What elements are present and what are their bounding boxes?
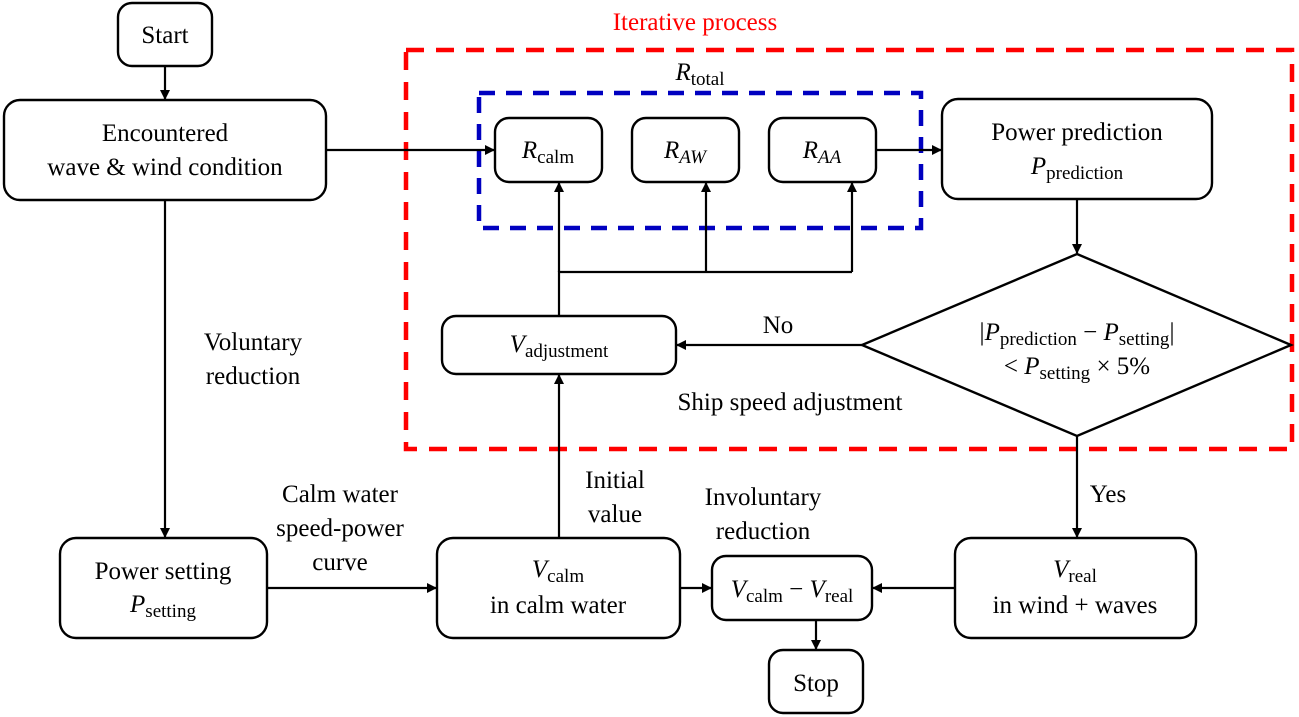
svg-text:Encountered: Encountered [102, 120, 229, 147]
svg-text:Vcalm: Vcalm [532, 556, 584, 587]
no-label: No [763, 312, 794, 339]
r-calm-node: Rcalm [493, 116, 604, 184]
voluntary-reduction-label-1: Voluntary [204, 329, 303, 356]
svg-text:RAW: RAW [663, 137, 708, 168]
v-real-node: Vreal in wind + waves [953, 536, 1198, 640]
svg-text:Vcalm − Vreal: Vcalm − Vreal [731, 576, 854, 607]
stop-node: Stop [767, 648, 865, 715]
involuntary-reduction-label-2: reduction [716, 518, 811, 545]
svg-text:Vreal: Vreal [1053, 556, 1097, 587]
voluntary-reduction-label-2: reduction [206, 363, 301, 390]
svg-text:Psetting: Psetting [129, 591, 196, 622]
svg-text:Power setting: Power setting [95, 558, 232, 585]
svg-text:Stop: Stop [793, 670, 839, 697]
svg-text:Power prediction: Power prediction [991, 119, 1163, 146]
edge-adjustment-bus [557, 270, 852, 316]
ship-speed-adjustment-label: Ship speed adjustment [678, 389, 903, 416]
svg-text:Pprediction: Pprediction [1030, 153, 1124, 184]
calm-water-curve-label-2: speed-power [276, 515, 404, 542]
iterative-process-frame [403, 47, 1295, 452]
r-total-frame [476, 90, 924, 231]
svg-text:RAA: RAA [802, 137, 842, 168]
speed-loss-node: Vcalm − Vreal [710, 554, 874, 622]
svg-text:in wind + waves: in wind + waves [993, 592, 1158, 619]
encountered-condition-node: Encountered wave & wind condition [2, 98, 328, 202]
power-setting-node: Power setting Psetting [58, 536, 269, 640]
r-aa-node: RAA [767, 116, 878, 184]
calm-water-curve-label-3: curve [312, 549, 368, 576]
power-check-decision: |Pprediction − Psetting| < Psetting × 5% [858, 252, 1295, 438]
svg-text:< Psetting × 5%: < Psetting × 5% [1004, 353, 1150, 384]
svg-text:|Pprediction − Psetting|: |Pprediction − Psetting| [980, 319, 1175, 350]
svg-text:Rcalm: Rcalm [521, 137, 574, 168]
r-aw-node: RAW [630, 116, 741, 184]
initial-value-label-1: Initial [585, 467, 645, 494]
power-prediction-node: Power prediction Pprediction [940, 97, 1214, 201]
svg-text:Vadjustment: Vadjustment [510, 331, 609, 362]
r-total-label: Rtotal [674, 59, 724, 90]
yes-label: Yes [1090, 481, 1126, 508]
iterative-process-label: Iterative process [613, 9, 778, 36]
svg-text:in calm water: in calm water [490, 592, 627, 619]
svg-text:Start: Start [141, 22, 188, 49]
start-node: Start [116, 1, 214, 68]
initial-value-label-2: value [588, 501, 642, 528]
involuntary-reduction-label-1: Involuntary [705, 484, 822, 511]
svg-text:wave & wind condition: wave & wind condition [47, 154, 283, 181]
calm-water-curve-label-1: Calm water [282, 481, 399, 508]
v-adjustment-node: Vadjustment [440, 314, 678, 376]
v-calm-node: Vcalm in calm water [435, 536, 682, 640]
